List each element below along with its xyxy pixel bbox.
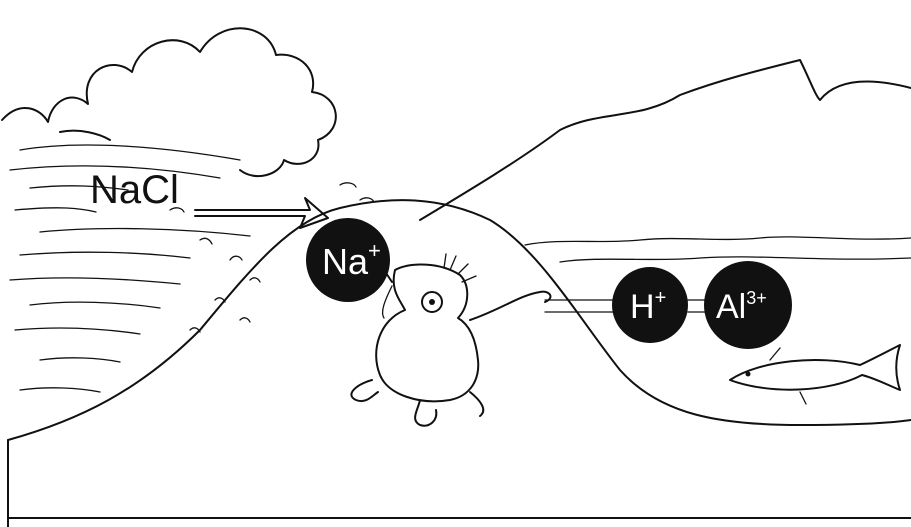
hydrogen-ion-ball [612, 267, 688, 343]
aluminium-charge: 3+ [746, 288, 767, 308]
fish [729, 344, 901, 405]
aluminium-symbol: Al [716, 288, 746, 326]
ion-link-lines [544, 299, 711, 313]
aluminium-ion: Al3+ [704, 261, 792, 349]
mountain [419, 59, 911, 221]
lake-surface [524, 236, 911, 246]
hill [7, 199, 911, 441]
lake-surface-2 [559, 256, 911, 263]
svg-text:H+: H+ [630, 287, 666, 326]
hydrogen-symbol: H [630, 288, 655, 326]
sea-spray [9, 144, 375, 393]
creature [350, 253, 552, 427]
sodium-ion: Na+ [306, 218, 390, 302]
aluminium-ion-ball [704, 261, 792, 349]
hydrogen-ion: H+ [612, 267, 688, 343]
sodium-ion-ball [306, 218, 390, 302]
frame [7, 439, 911, 527]
sodium-charge: + [368, 238, 381, 263]
nacl-label: NaCl [90, 168, 179, 212]
wind-arrow [194, 197, 329, 229]
hydrogen-charge: + [655, 287, 667, 309]
sodium-symbol: Na [322, 241, 369, 282]
svg-text:Na+: Na+ [322, 238, 381, 282]
cloud [1, 27, 337, 178]
svg-text:Al3+: Al3+ [716, 288, 767, 326]
